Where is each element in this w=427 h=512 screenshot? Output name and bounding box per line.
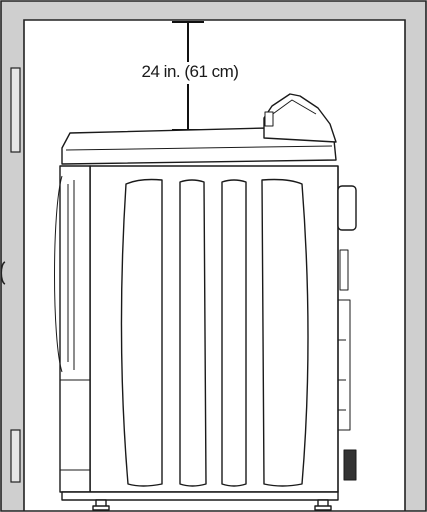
dryer-side-view [54, 93, 357, 511]
control-knob-housing [263, 93, 337, 143]
rear-cord-block [343, 449, 357, 481]
front-door [59, 165, 91, 493]
door-knob [0, 261, 6, 285]
side-rib-1 [120, 178, 163, 487]
foot-rear [314, 499, 332, 511]
rear-vent [337, 185, 357, 231]
clearance-label: 24 in. (61 cm) [100, 62, 280, 82]
side-rib-3 [221, 179, 247, 487]
upper-hinge [10, 67, 21, 153]
side-rib-4 [261, 178, 309, 487]
foot-front [92, 499, 110, 511]
lower-hinge [10, 429, 21, 483]
base [61, 491, 339, 501]
side-rib-2 [179, 179, 207, 487]
